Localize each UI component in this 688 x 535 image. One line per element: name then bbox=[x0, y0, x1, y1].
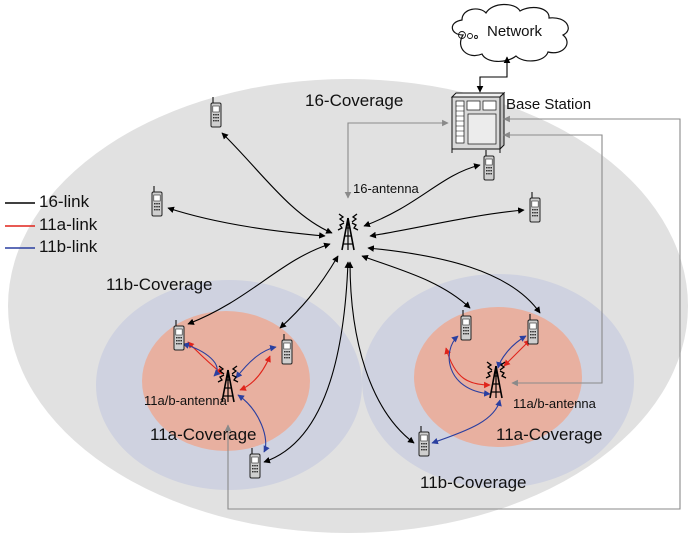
coverage-11a-left-label: 11a-Coverage bbox=[150, 425, 257, 444]
legend-label-16-link: 16-link bbox=[39, 192, 90, 211]
base-station-label: Base Station bbox=[506, 96, 592, 113]
backhaul-links bbox=[224, 115, 681, 510]
legend-label-11a-link: 11a-link bbox=[39, 215, 98, 234]
base-station-icon bbox=[450, 91, 506, 153]
coverage-11a-right-label: 11a-Coverage bbox=[496, 425, 603, 444]
coverage-11b-right-label: 11b-Coverage bbox=[420, 473, 527, 492]
antenna-16-label: 16-antenna bbox=[353, 181, 419, 196]
coverage-16-label: 16-Coverage bbox=[305, 91, 404, 110]
antenna-left-label: 11a/b-antenna bbox=[144, 393, 227, 408]
antenna-right-label: 11a/b-antenna bbox=[513, 396, 596, 411]
coverage-11b-left-label: 11b-Coverage bbox=[106, 275, 213, 294]
legend-label-11b-link: 11b-link bbox=[39, 237, 98, 256]
network-label: Network bbox=[487, 23, 543, 40]
network-link bbox=[476, 56, 511, 93]
network-cloud-icon bbox=[451, 3, 569, 62]
links-16 bbox=[167, 132, 541, 464]
links-11b bbox=[182, 335, 527, 453]
